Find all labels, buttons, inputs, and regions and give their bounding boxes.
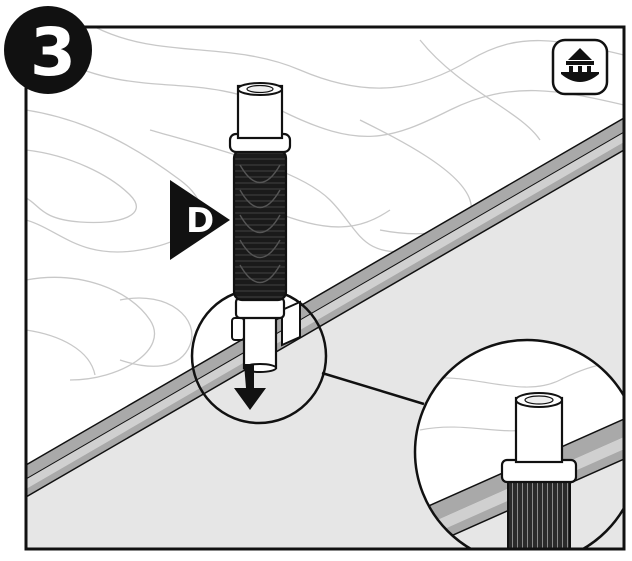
pipe-assembly <box>228 82 292 373</box>
callout-label: D <box>186 201 214 241</box>
down-arrow-icon <box>234 364 266 410</box>
upward-install-arrow-icon <box>551 38 609 96</box>
frame-border <box>24 25 626 551</box>
ribbed-grip <box>232 148 288 302</box>
step-number-badge: 3 <box>4 6 92 94</box>
scene: D <box>26 27 624 549</box>
zoom-connector-line <box>321 371 425 406</box>
callout-d-marker: D <box>170 180 230 260</box>
panel-board <box>26 117 624 549</box>
detail-circle-zoom <box>413 338 624 549</box>
step-number: 3 <box>30 14 76 91</box>
